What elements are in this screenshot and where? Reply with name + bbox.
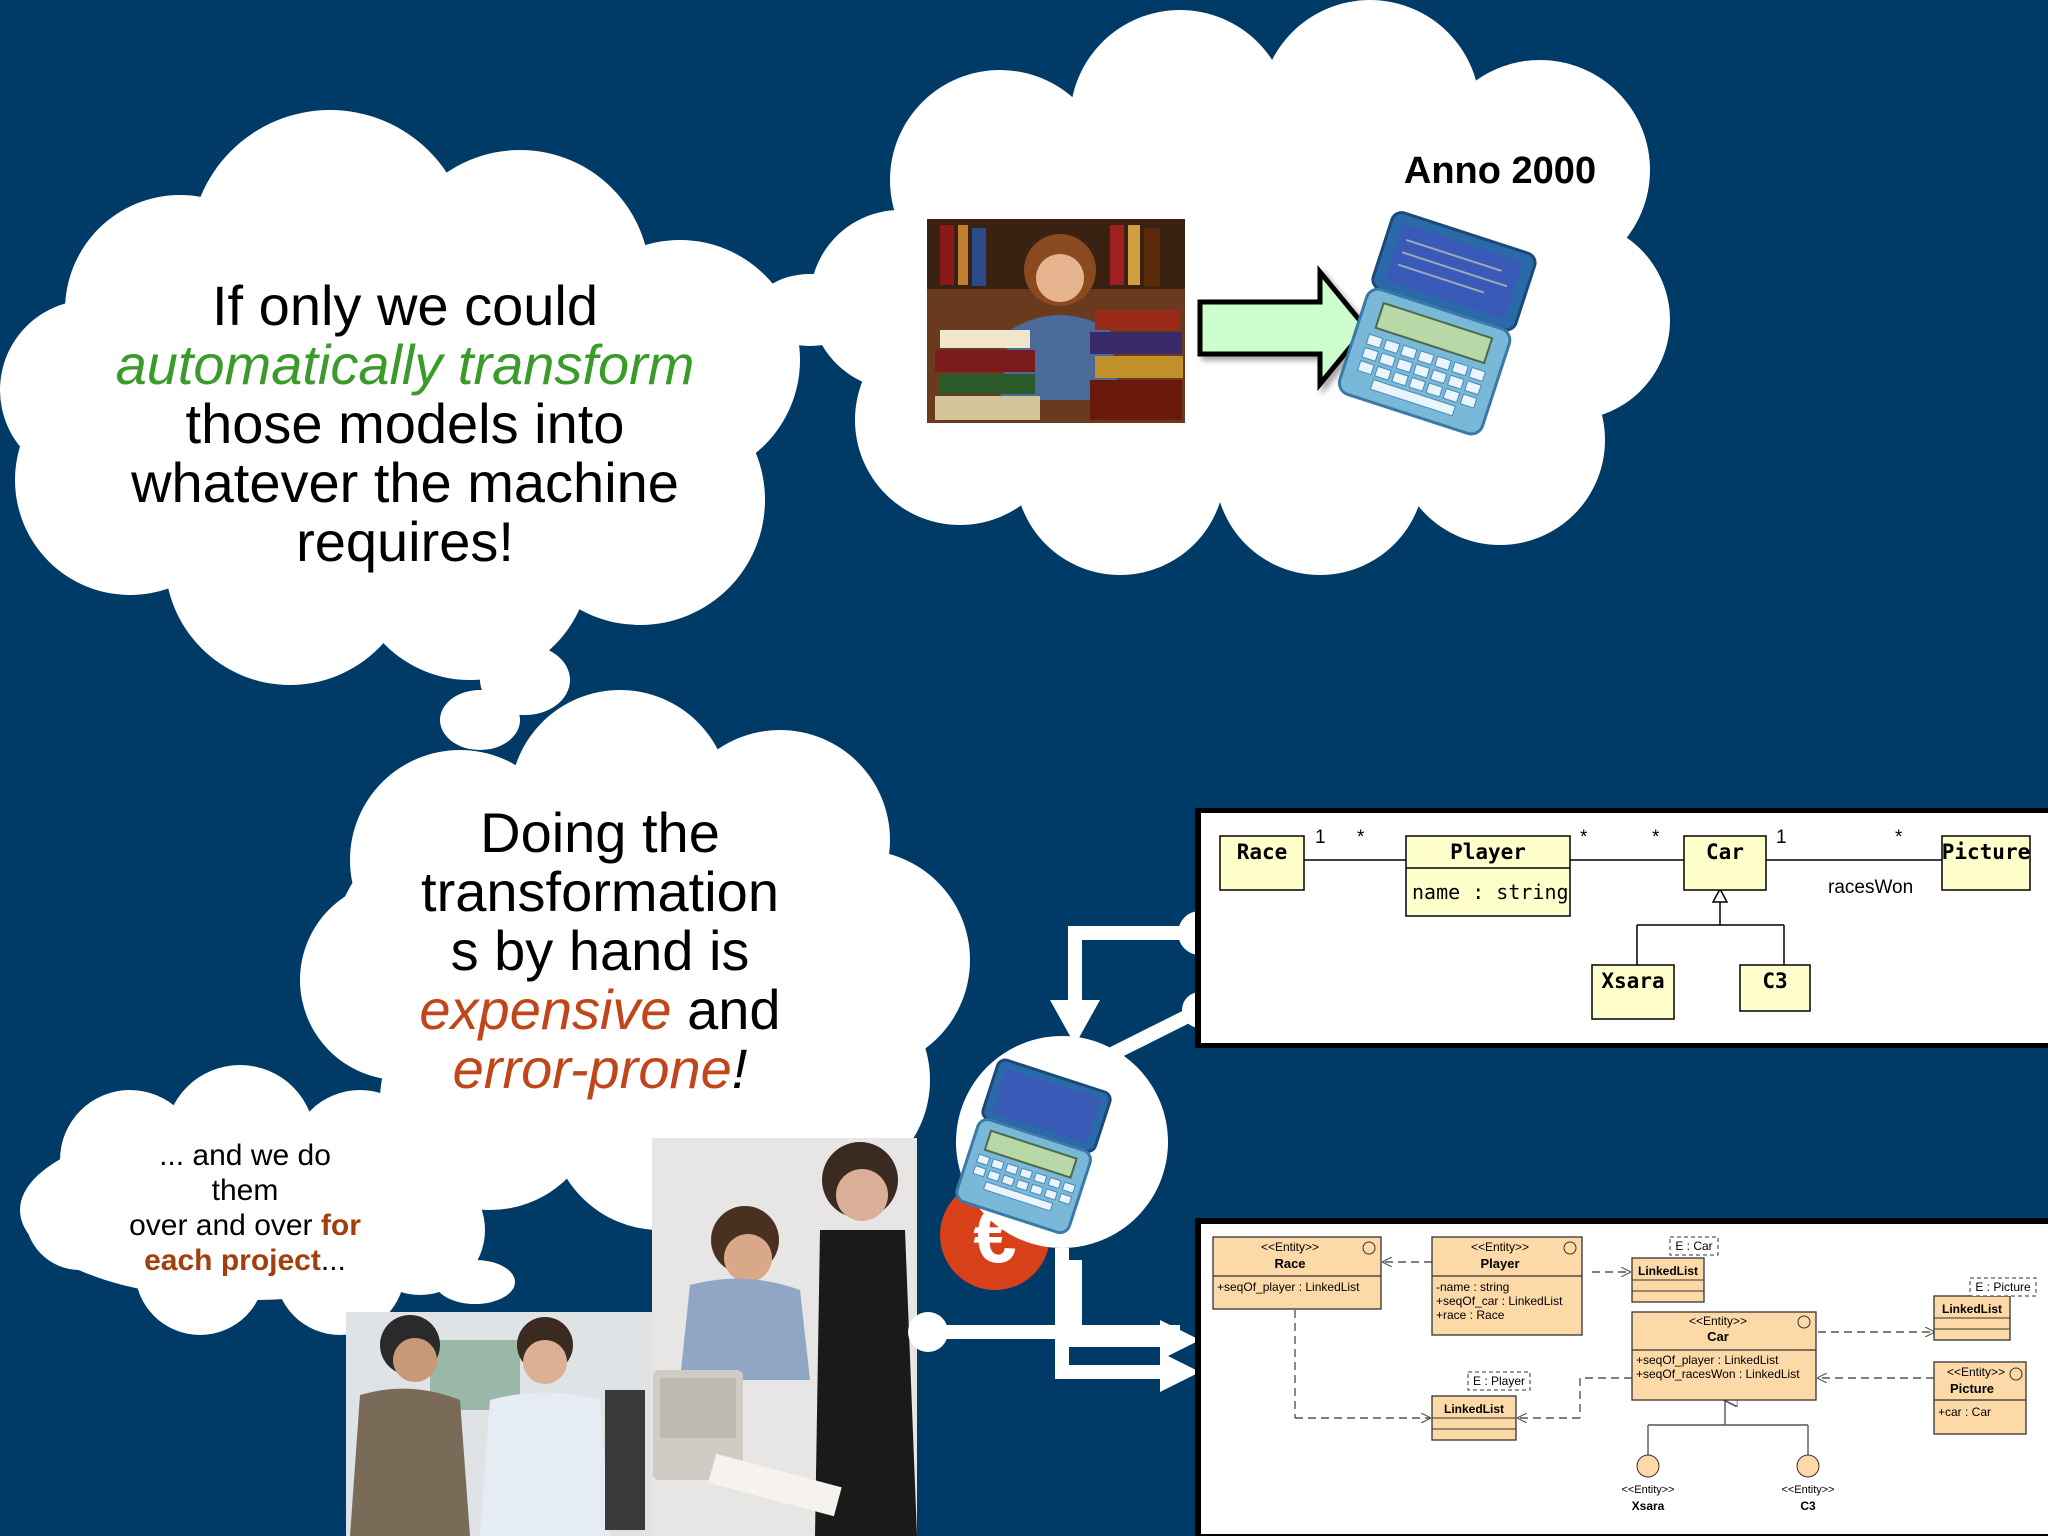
- role-label: racesWon: [1828, 877, 1913, 898]
- svg-text:<<Entity>>: <<Entity>>: [1781, 1484, 1834, 1496]
- svg-text:Player: Player: [1480, 1256, 1519, 1271]
- svg-text:name : string: name : string: [1412, 880, 1569, 904]
- svg-text:<<Entity>>: <<Entity>>: [1261, 1240, 1319, 1254]
- svg-text:+seqOf_player : LinkedList: +seqOf_player : LinkedList: [1217, 1280, 1360, 1294]
- svg-text:-name : string: -name : string: [1436, 1280, 1509, 1294]
- thought-line: each project...: [95, 1243, 395, 1278]
- thought-line-expensive: expensive and: [400, 980, 800, 1039]
- svg-text:Race: Race: [1274, 1256, 1305, 1271]
- thought-text-small: ... and we do them over and over for eac…: [95, 1138, 395, 1278]
- multiplicity-label: 1: [1776, 827, 1787, 848]
- thought-line: over and over for: [95, 1208, 395, 1243]
- svg-text:+race : Race: +race : Race: [1436, 1308, 1505, 1322]
- thought-line-error-prone: error-prone!: [400, 1039, 800, 1098]
- thought-emphasis: automatically transform: [115, 333, 695, 396]
- uml-entity-c3: <<Entity>> C3: [1781, 1454, 1835, 1513]
- svg-text:+seqOf_player : LinkedList: +seqOf_player : LinkedList: [1636, 1353, 1779, 1367]
- svg-text:C3: C3: [1762, 969, 1787, 993]
- thought-text-middle: Doing the transformation s by hand is ex…: [400, 803, 800, 1098]
- uml-class-c3: C3: [1739, 964, 1811, 1012]
- emphasis-for: for: [320, 1209, 361, 1242]
- thought-line: whatever the machine: [131, 451, 679, 514]
- svg-text:Race: Race: [1237, 840, 1288, 864]
- uml-class-race: Race: [1219, 835, 1305, 891]
- uml-class-player: Player name : string: [1405, 835, 1571, 917]
- pda-icon: [1337, 211, 1537, 436]
- uml-entity-picture: <<Entity>> Picture +car : Car: [1933, 1361, 2027, 1435]
- svg-text:Car: Car: [1707, 1329, 1729, 1344]
- multiplicity-label: *: [1652, 827, 1660, 848]
- uml-class-car: Car: [1683, 835, 1767, 891]
- svg-text:<<Entity>>: <<Entity>>: [1689, 1314, 1747, 1328]
- uml-entity-player: <<Entity>> Player -name : string +seqOf_…: [1431, 1236, 1583, 1336]
- thought-cloud-middle: [300, 690, 970, 1230]
- svg-text:LinkedList: LinkedList: [1942, 1302, 2002, 1316]
- thought-line: requires!: [296, 510, 514, 573]
- uml-diagram-top: Race Player name : string Car Picture Xs…: [1195, 808, 2048, 1048]
- connector-pipes: [940, 926, 1204, 1379]
- uml-diagram-bottom: <<Entity>> Race +seqOf_player : LinkedLi…: [1195, 1218, 2048, 1536]
- thought-line: s by hand is: [450, 919, 750, 982]
- emphasis-each-project: each project: [144, 1244, 321, 1277]
- svg-text:Xsara: Xsara: [1601, 969, 1664, 993]
- svg-text:Player: Player: [1450, 840, 1526, 864]
- uml-entity-xsara: <<Entity>> Xsara: [1621, 1454, 1675, 1513]
- svg-text:Picture: Picture: [1942, 840, 2031, 864]
- thought-line-rest: and: [671, 978, 781, 1041]
- multiplicity-label: *: [1580, 827, 1588, 848]
- anno-label: Anno 2000: [1404, 150, 1596, 192]
- svg-text:E : Picture: E : Picture: [1975, 1280, 2031, 1294]
- uml-linkedlist-car: E : Car LinkedList: [1631, 1236, 1719, 1303]
- svg-text:+car : Car: +car : Car: [1938, 1405, 1991, 1419]
- thought-line: If only we could: [212, 274, 598, 337]
- pda-icon: [955, 1058, 1112, 1235]
- thought-cloud-small: [20, 1065, 515, 1335]
- thought-line: transformation: [421, 860, 779, 923]
- thought-line: those models into: [185, 392, 625, 455]
- thought-line: ... and we do: [159, 1139, 331, 1172]
- uml-class-picture: Picture: [1941, 835, 2031, 891]
- svg-text:+seqOf_car : LinkedList: +seqOf_car : LinkedList: [1436, 1294, 1563, 1308]
- svg-text:Car: Car: [1706, 840, 1744, 864]
- emphasis-error-prone: error-prone: [452, 1037, 732, 1100]
- svg-text:LinkedList: LinkedList: [1444, 1402, 1504, 1416]
- svg-text:LinkedList: LinkedList: [1638, 1264, 1698, 1278]
- thought-line-text: over and over: [129, 1209, 321, 1242]
- svg-text:E : Player: E : Player: [1473, 1374, 1525, 1388]
- thought-line-rest: ...: [320, 1244, 346, 1277]
- svg-text:Picture: Picture: [1950, 1381, 1994, 1396]
- multiplicity-label: 1: [1315, 827, 1326, 848]
- svg-text:<<Entity>>: <<Entity>>: [1471, 1240, 1529, 1254]
- thought-text-top: If only we could automatically transform…: [90, 276, 720, 571]
- thought-cloud-top: [0, 110, 865, 750]
- thought-line-rest: !: [731, 1037, 748, 1100]
- svg-text:C3: C3: [1800, 1499, 1816, 1513]
- pda-hub: [955, 1036, 1168, 1248]
- svg-text:<<Entity>>: <<Entity>>: [1621, 1484, 1674, 1496]
- uml-entity-race: <<Entity>> Race +seqOf_player : LinkedLi…: [1212, 1236, 1382, 1310]
- thought-line: Doing the: [480, 801, 720, 864]
- photo-librarian-books: [927, 219, 1185, 423]
- uml-entity-car: <<Entity>> Car +seqOf_player : LinkedLis…: [1631, 1311, 1817, 1401]
- svg-text:<<Entity>>: <<Entity>>: [1947, 1365, 2005, 1379]
- svg-text:E : Car: E : Car: [1675, 1239, 1712, 1253]
- uml-linkedlist-player: E : Player LinkedList: [1431, 1371, 1531, 1441]
- arrow-right-icon: [1197, 265, 1370, 391]
- multiplicity-label: *: [1357, 827, 1365, 848]
- photo-office-workers: [346, 1138, 917, 1536]
- uml-linkedlist-picture: E : Picture LinkedList: [1933, 1277, 2037, 1341]
- emphasis-expensive: expensive: [419, 978, 672, 1041]
- multiplicity-label: *: [1895, 827, 1903, 848]
- uml-class-xsara: Xsara: [1591, 964, 1675, 1020]
- thought-line: them: [211, 1174, 279, 1207]
- svg-text:+seqOf_racesWon : LinkedList: +seqOf_racesWon : LinkedList: [1636, 1367, 1800, 1381]
- svg-text:Xsara: Xsara: [1632, 1499, 1665, 1513]
